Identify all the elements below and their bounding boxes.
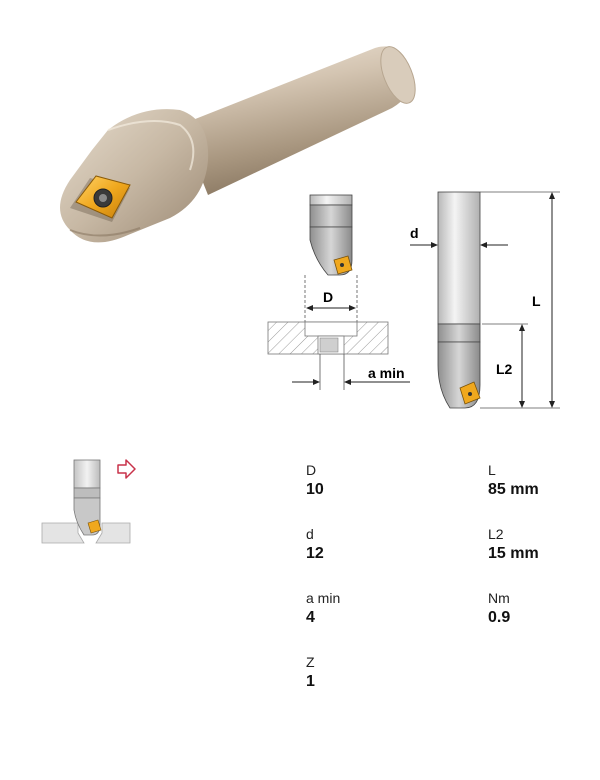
spec-label: L bbox=[488, 462, 496, 478]
label-d: d bbox=[410, 225, 419, 241]
spec-label: D bbox=[306, 462, 317, 478]
spec-D: D 10 bbox=[306, 462, 324, 499]
spec-value: 12 bbox=[306, 545, 324, 562]
spec-value: 4 bbox=[306, 609, 315, 626]
spec-L: L 85 mm bbox=[488, 462, 539, 499]
spec-d: d 12 bbox=[306, 526, 324, 563]
label-L2: L2 bbox=[496, 361, 513, 377]
spec-label: Z bbox=[306, 654, 315, 670]
full-tool-view bbox=[437, 191, 481, 409]
spec-a-min: a min 4 bbox=[306, 590, 340, 627]
spec-label: a min bbox=[306, 590, 341, 606]
spec-value: 85 mm bbox=[488, 481, 539, 498]
spec-value: 10 bbox=[306, 481, 324, 498]
spec-value: 0.9 bbox=[488, 609, 511, 626]
feed-arrow-icon bbox=[117, 459, 136, 479]
small-tool-view bbox=[309, 194, 353, 276]
spec-label: Nm bbox=[488, 590, 510, 606]
spec-value: 1 bbox=[306, 673, 315, 690]
spec-Z: Z 1 bbox=[306, 654, 315, 691]
label-a-min: a min bbox=[368, 365, 405, 381]
spec-Nm: Nm 0.9 bbox=[488, 590, 510, 627]
dimension-drawing: D a min d L L2 bbox=[267, 191, 560, 409]
spec-label: L2 bbox=[488, 526, 504, 542]
spec-label: d bbox=[306, 526, 314, 542]
spec-value: 15 mm bbox=[488, 545, 539, 562]
label-L: L bbox=[532, 293, 541, 309]
tool-photo bbox=[60, 46, 416, 243]
spec-L2: L2 15 mm bbox=[488, 526, 539, 563]
operation-icon bbox=[41, 459, 136, 544]
label-D: D bbox=[323, 289, 333, 305]
